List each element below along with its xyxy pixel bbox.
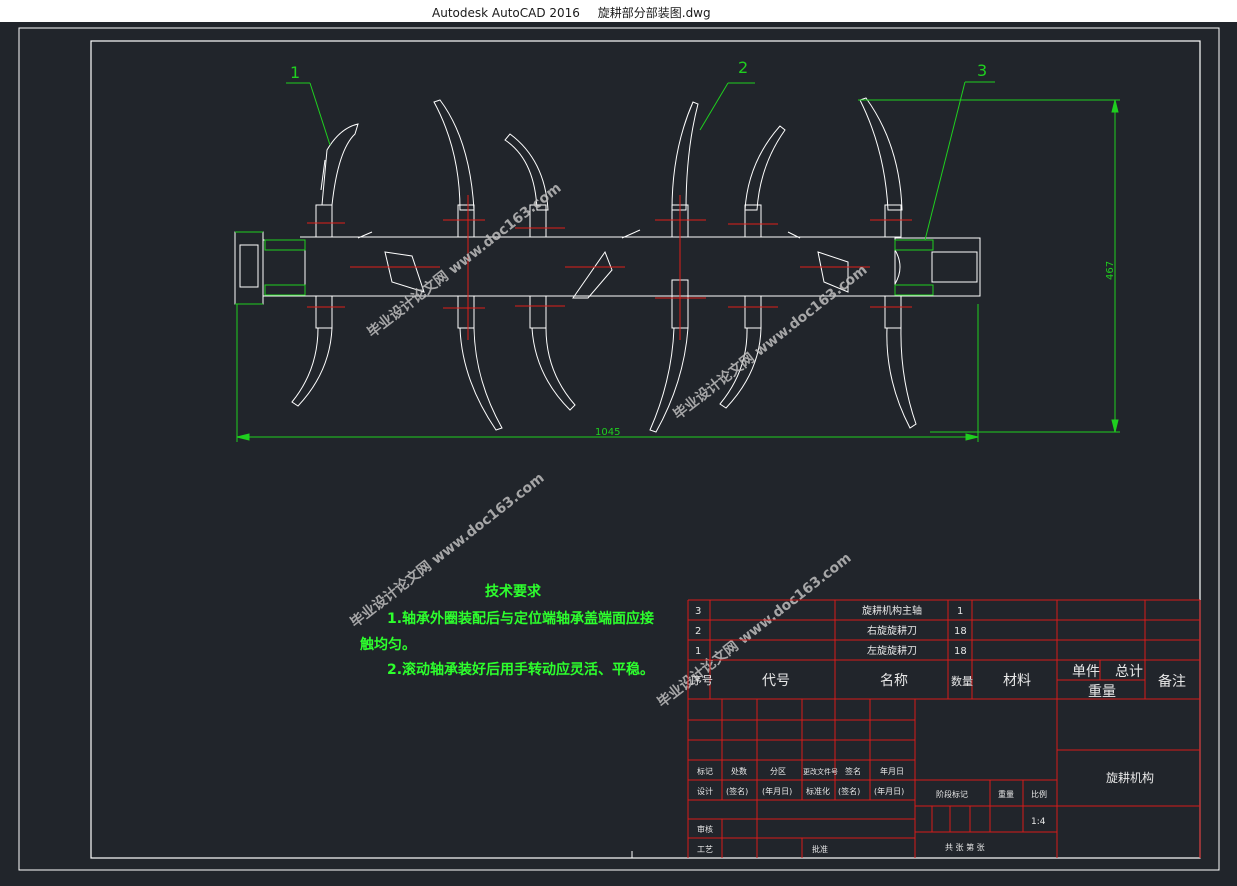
bom-row1-qty: 18	[954, 646, 967, 657]
titleblock-text: 标记 处数 分区 更改文件号 签名 年月日 设计 (签名) (年月日) 标准化 …	[697, 766, 1154, 854]
drawing-frame	[90, 40, 1201, 859]
bom-row1-name: 左旋旋耕刀	[867, 644, 917, 657]
tb-review: 审核	[697, 824, 713, 834]
dim-height: 467	[1105, 261, 1116, 280]
section-hatching	[235, 231, 934, 305]
tiller-assembly	[234, 97, 981, 433]
file-name: 旋耕部分部装图.dwg	[597, 6, 711, 20]
hdr-total: 总计	[1115, 664, 1143, 680]
dimension-lines	[236, 99, 1120, 442]
hdr-code: 代号	[762, 673, 790, 689]
tb-r1-0: 标记	[697, 766, 713, 776]
tech-heading: 技术要求	[485, 583, 542, 600]
hdr-qty: 数量	[951, 675, 973, 688]
callout-2: 2	[738, 58, 748, 77]
callout-3: 3	[977, 61, 987, 80]
tb-title: 旋耕机构	[1106, 770, 1154, 785]
bom-table	[687, 599, 1201, 858]
tb-weight: 重量	[998, 789, 1014, 799]
title-bar: Autodesk AutoCAD 2016 旋耕部分部装图.dwg	[0, 0, 1237, 22]
bom-row2-no: 2	[695, 626, 701, 637]
app-title: Autodesk AutoCAD 2016	[432, 6, 580, 20]
bom-row1-no: 1	[695, 646, 701, 657]
callout-leaders	[286, 81, 995, 241]
bom-row2-name: 右旋旋耕刀	[867, 624, 917, 637]
watermarks: 毕业设计论文网 www.doc163.com 毕业设计论文网 www.doc16…	[347, 179, 870, 711]
hdr-weight: 重量	[1088, 684, 1116, 700]
tb-r1-4: 签名	[845, 766, 861, 776]
tb-r2-2: (年月日)	[762, 786, 792, 796]
bom-headers: 序号 代号 名称 数量 材料 单件 总计 重量 备注	[691, 664, 1186, 700]
tb-process: 工艺	[697, 845, 713, 854]
hdr-seq: 序号	[691, 673, 713, 687]
drawing-viewport[interactable]: 1 2 3 1045 467 毕业设计论文网 www.doc163.com 毕业…	[0, 22, 1237, 882]
tb-r2-4: (签名)	[838, 786, 860, 796]
dim-width: 1045	[595, 427, 620, 438]
tech-requirements: 技术要求 1.轴承外圈装配后与定位端轴承盖端面应接 触均匀。 2.滚动轴承装好后…	[359, 583, 654, 678]
hdr-note: 备注	[1158, 673, 1186, 690]
watermark-2: 毕业设计论文网 www.doc163.com	[670, 261, 870, 423]
tb-r2-0: 设计	[697, 786, 713, 796]
tb-r1-1: 处数	[731, 766, 747, 776]
tb-approve: 批准	[812, 844, 828, 854]
hdr-unit: 单件	[1072, 664, 1100, 680]
tb-r2-3: 标准化	[806, 786, 830, 796]
center-lines	[307, 195, 912, 340]
tech-line1b: 触均匀。	[359, 636, 416, 653]
bom-row2-qty: 18	[954, 626, 967, 637]
tb-r1-2: 分区	[770, 767, 786, 776]
tb-stage: 阶段标记	[936, 789, 968, 799]
tb-r2-5: (年月日)	[874, 786, 904, 796]
tb-r1-5: 年月日	[880, 766, 904, 776]
tb-r1-3: 更改文件号	[803, 767, 838, 776]
tb-scale-value: 1:4	[1031, 817, 1046, 827]
tb-sheets: 共 张 第 张	[945, 842, 985, 852]
tech-line2: 2.滚动轴承装好后用手转动应灵活、平稳。	[387, 661, 654, 678]
hdr-name: 名称	[880, 673, 908, 689]
tb-r2-1: (签名)	[726, 786, 748, 796]
tb-scale: 比例	[1031, 789, 1047, 799]
sheet-outer-border	[18, 27, 1220, 871]
bom-row3-qty: 1	[957, 606, 963, 617]
watermark-3: 毕业设计论文网 www.doc163.com	[347, 469, 547, 631]
bom-row3-name: 旋耕机构主轴	[862, 604, 922, 617]
hdr-material: 材料	[1003, 673, 1031, 689]
watermark-1: 毕业设计论文网 www.doc163.com	[364, 179, 564, 341]
watermark-4: 毕业设计论文网 www.doc163.com	[654, 549, 854, 711]
bom-text: 3 旋耕机构主轴 1 2 右旋旋耕刀 18 1 左旋旋耕刀 18	[695, 604, 967, 657]
bom-row3-no: 3	[695, 606, 701, 617]
callout-1: 1	[290, 63, 300, 82]
tech-line1: 1.轴承外圈装配后与定位端轴承盖端面应接	[387, 610, 654, 627]
